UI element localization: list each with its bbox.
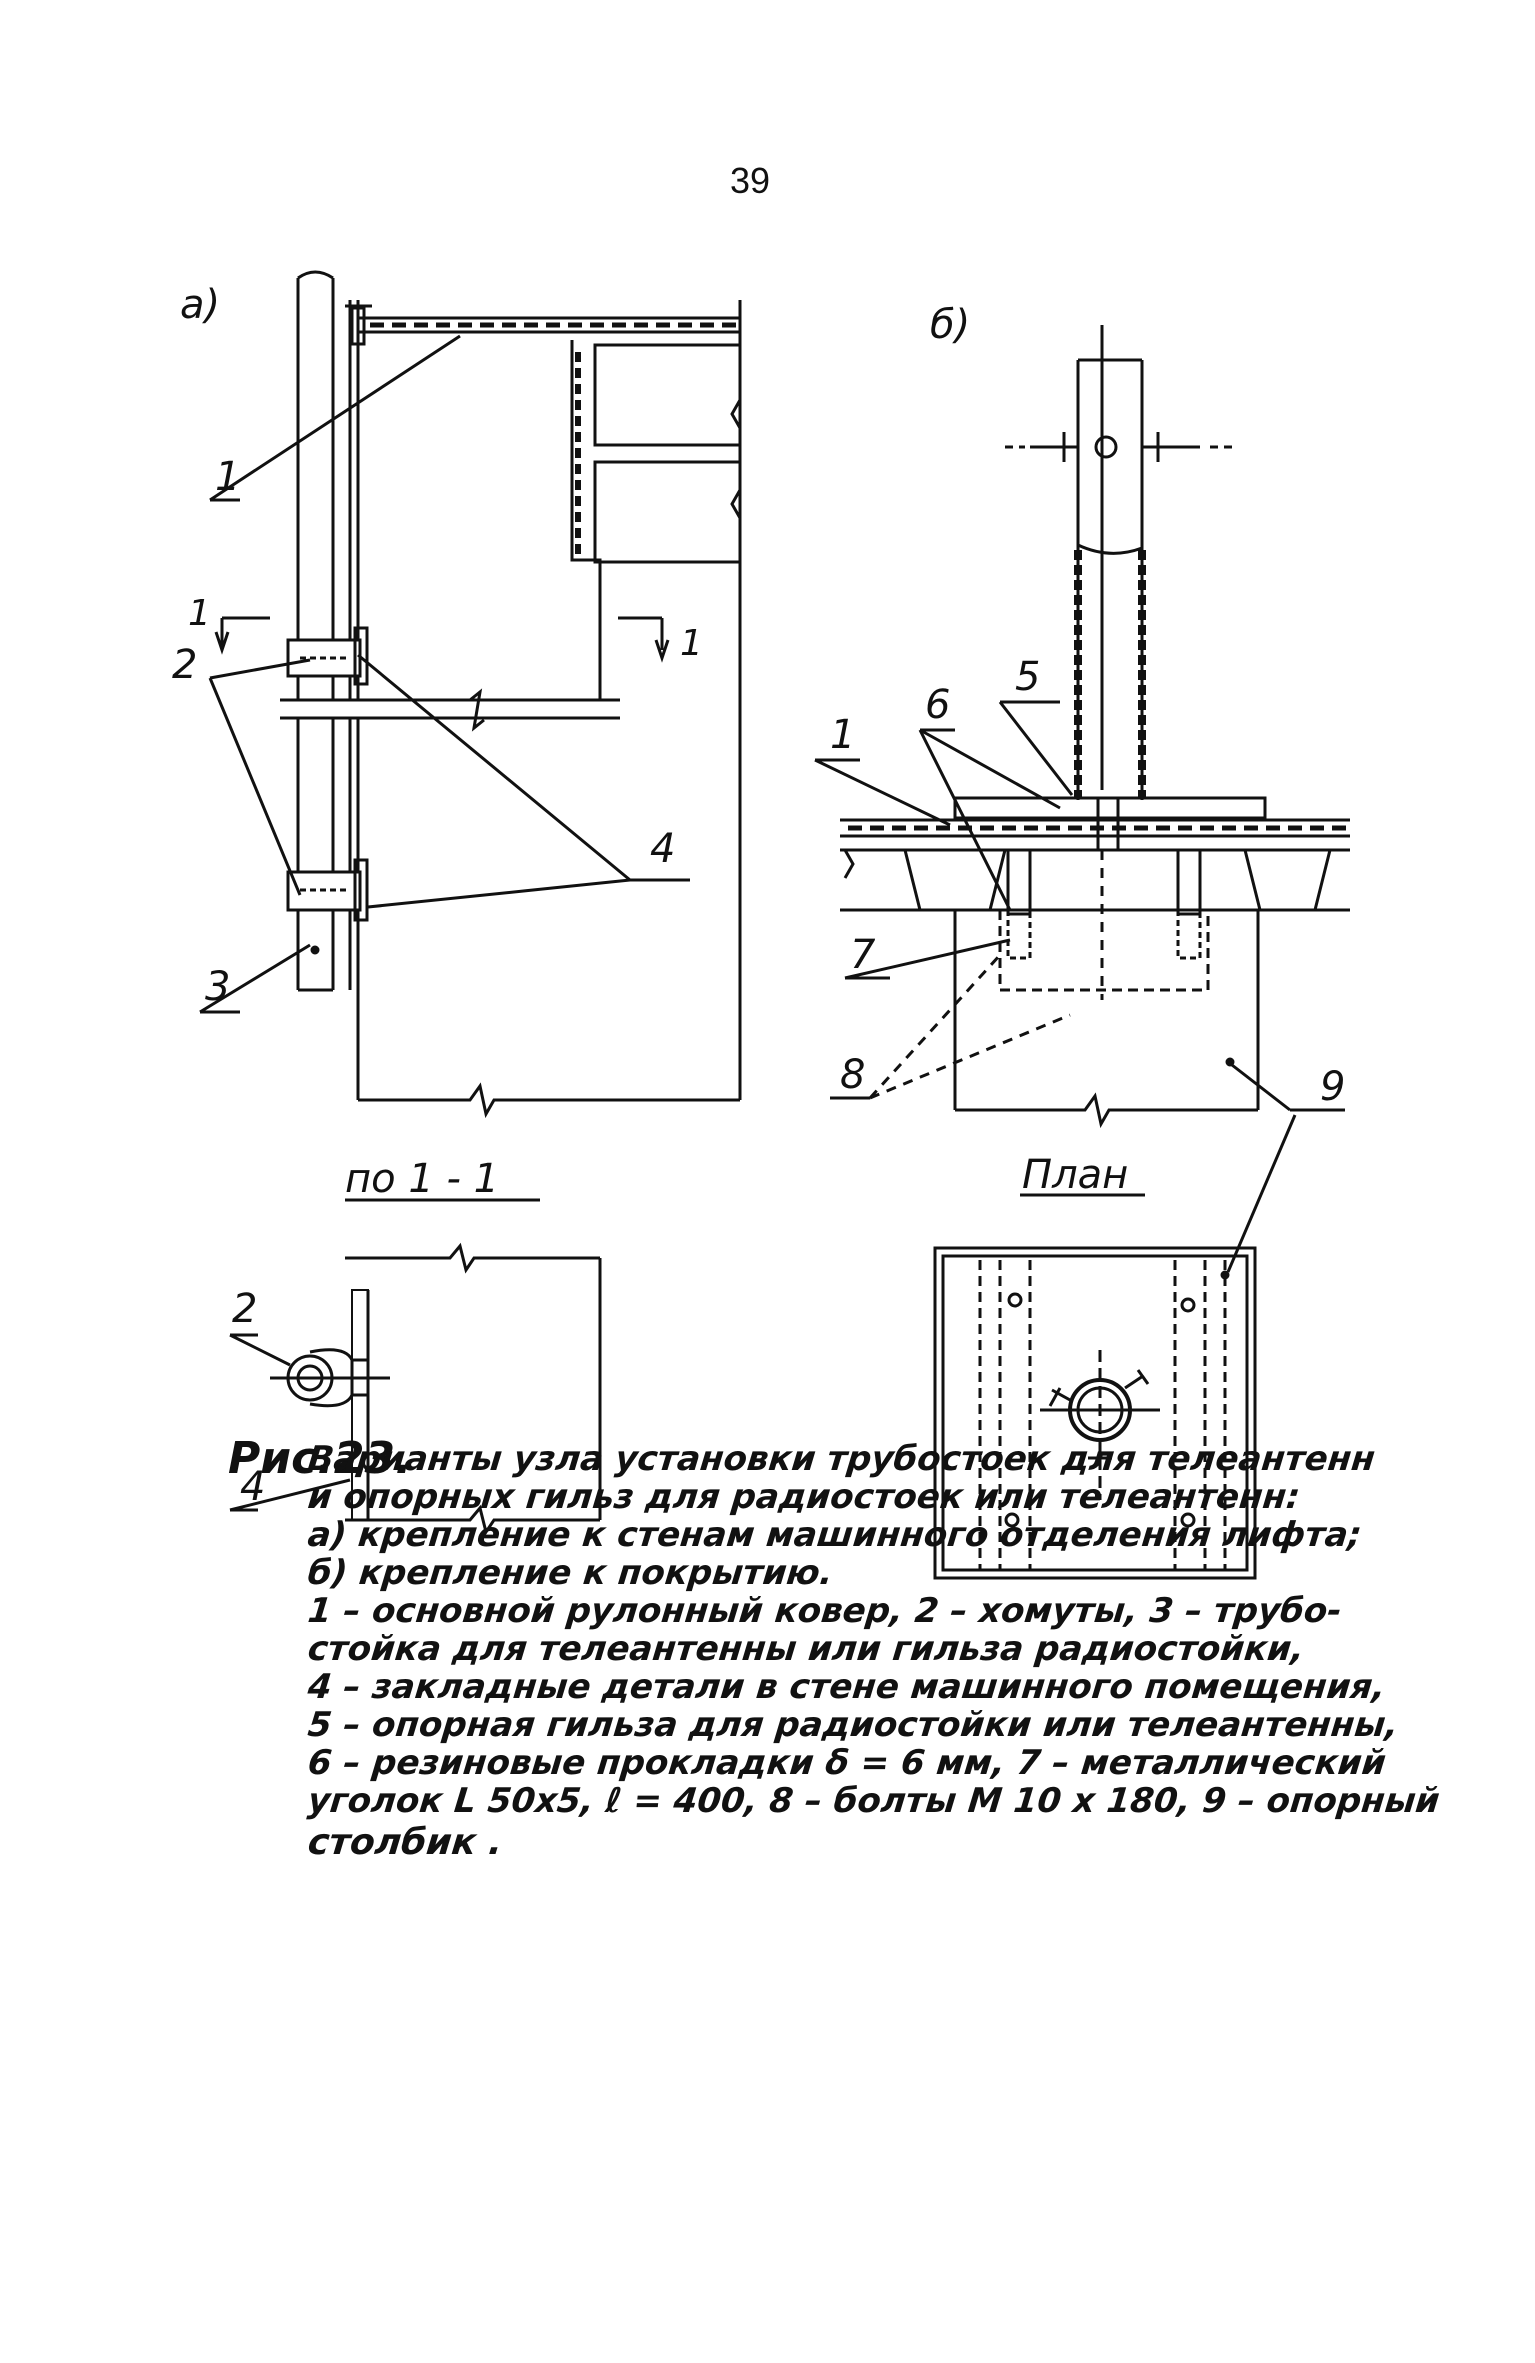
label-1-a: 1 [215, 454, 240, 500]
caption-line: 6 – резиновые прокладки δ = 6 мм, 7 – ме… [305, 1743, 1388, 1783]
label-5: 5 [1015, 654, 1040, 700]
caption-line: Варианты узла установки трубостоек для т… [305, 1439, 1377, 1479]
caption-line: стойка для телеантенны или гильза радиос… [305, 1629, 1307, 1669]
caption-line: уголок L 50x5, ℓ = 400, 8 – болты М 10 х… [305, 1781, 1442, 1821]
section-1-1 [229, 1242, 602, 1536]
view-a-label: а) [180, 282, 220, 328]
caption-line: 1 – основной рулонный ковер, 2 – хомуты,… [305, 1591, 1344, 1631]
view-a-wall-mount [199, 270, 742, 1119]
label-1-b: 1 [830, 712, 855, 758]
caption-lines: Варианты узла установки трубостоек для т… [305, 1439, 1442, 1863]
label-4-a: 4 [650, 826, 675, 872]
label-6: 6 [925, 682, 950, 728]
label-9: 9 [1320, 1064, 1345, 1110]
label-4-section: 4 [240, 1464, 265, 1510]
page-number: 39 [730, 160, 771, 201]
caption-line: 4 – закладные детали в стене машинного п… [305, 1667, 1388, 1707]
caption-last-line: столбик . [305, 1822, 505, 1863]
caption-line: б) крепление к покрытию. [305, 1553, 835, 1593]
figure-number: Рис.23. [228, 1433, 412, 1484]
label-2-a: 2 [172, 642, 197, 688]
section-mark-right: 1 [680, 623, 703, 664]
view-b-roof-mount [814, 325, 1350, 1129]
caption-line: 5 – опорная гильза для радиостойки или т… [305, 1705, 1401, 1745]
label-8: 8 [840, 1052, 865, 1098]
label-7: 7 [850, 932, 876, 978]
plan-view [933, 1114, 1297, 1580]
caption-line: и опорных гильз для радиостоек или телеа… [305, 1477, 1302, 1517]
section-title: по 1 - 1 [345, 1156, 499, 1202]
view-b-label: б) [930, 302, 970, 348]
label-2-section: 2 [232, 1286, 257, 1332]
caption-line: а) крепление к стенам машинного отделени… [305, 1515, 1364, 1555]
section-mark-left: 1 [188, 593, 211, 634]
label-3: 3 [205, 964, 230, 1010]
plan-title: План [1022, 1152, 1128, 1198]
